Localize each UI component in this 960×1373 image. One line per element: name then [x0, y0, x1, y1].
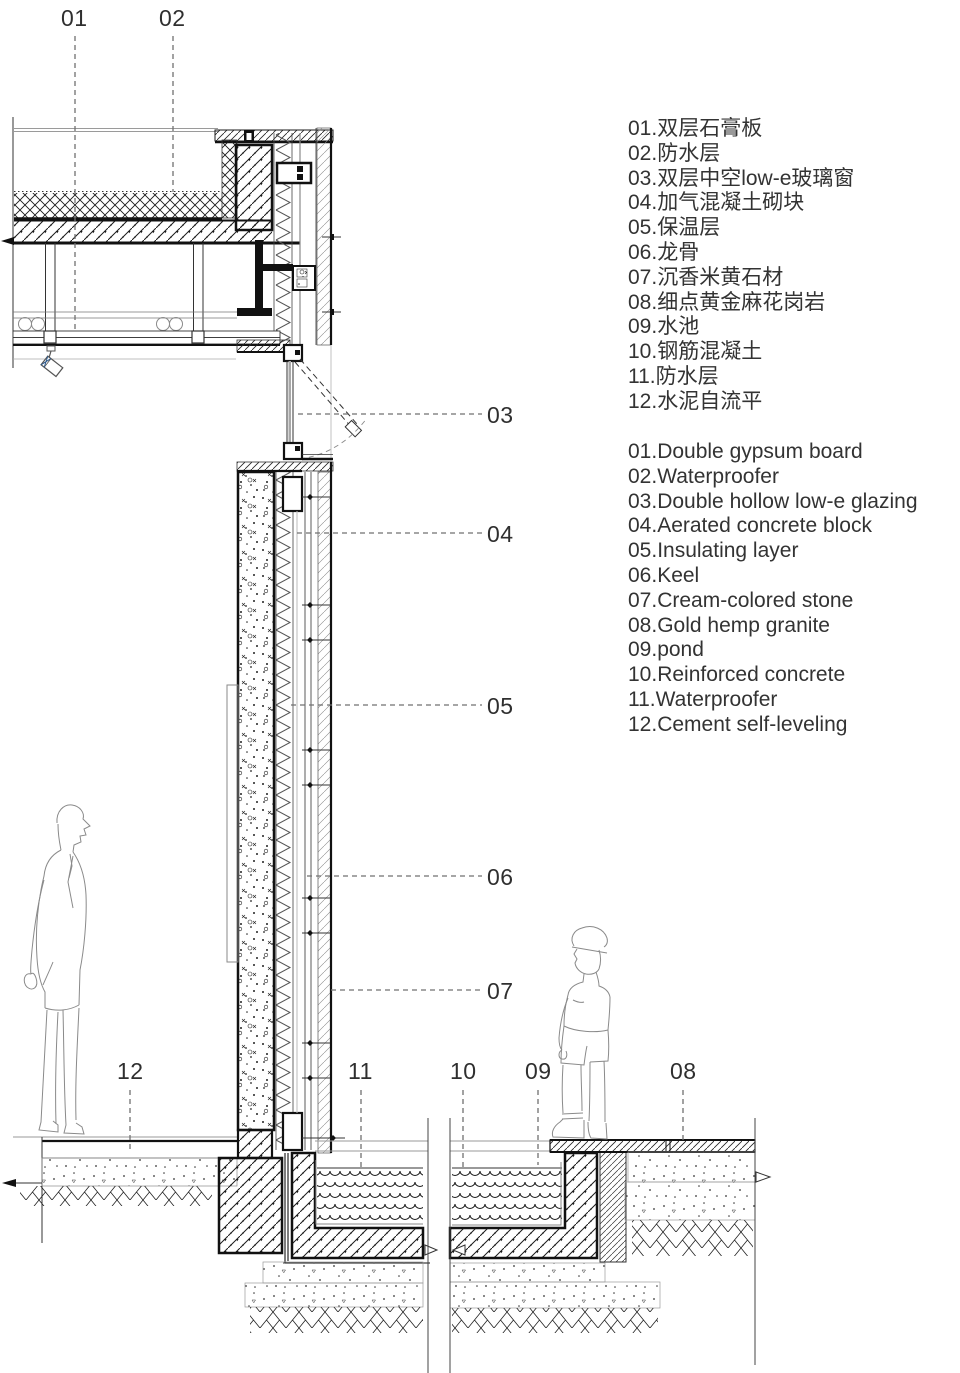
callout-09: 09 — [525, 1058, 552, 1084]
water-left — [317, 1168, 423, 1223]
legend-item: 02.防水层 — [628, 141, 721, 165]
legend-item: 06.Keel — [628, 563, 700, 587]
curtain-wall-top — [237, 127, 341, 346]
callout-02: 02 — [159, 5, 186, 31]
legend-item: 01.双层石膏板 — [628, 117, 763, 140]
pond-right — [448, 1140, 661, 1333]
insulation-layer — [275, 472, 294, 1150]
callout-03: 03 — [487, 402, 514, 428]
legend-item: 06.龙骨 — [628, 240, 700, 264]
legend-item: 12.Cement self-leveling — [628, 712, 848, 736]
callout-07: 07 — [487, 978, 514, 1004]
legend-item: 10.Reinforced concrete — [628, 663, 846, 687]
callout-04: 04 — [487, 521, 514, 547]
section-cut-lines — [427, 1118, 756, 1373]
legend-item: 11.Waterproofer — [628, 687, 778, 711]
legend-item: 03.Double hollow low-e glazing — [628, 489, 918, 513]
legend-item: 08.Gold hemp granite — [628, 613, 830, 637]
legend-item: 03.双层中空low-e玻璃窗 — [628, 166, 855, 190]
aerated-block — [236, 470, 276, 1132]
child-figure — [551, 926, 611, 1140]
legend-item: 05.保温层 — [628, 216, 721, 240]
callout-01: 01 — [61, 5, 88, 31]
callout-08: 08 — [670, 1058, 697, 1084]
legend-item: 02.Waterproofer — [628, 464, 779, 488]
stone-anchors — [302, 494, 345, 1141]
callout-06: 06 — [487, 864, 514, 890]
interior-floor — [2, 1136, 238, 1243]
legend-item: 09.水池 — [628, 315, 700, 339]
legend-chinese: 01.双层石膏板 02.防水层 03.双层中空low-e玻璃窗 04.加气混凝土… — [628, 117, 854, 415]
callout-12: 12 — [117, 1058, 144, 1084]
spotlight-fixture — [40, 345, 64, 378]
man-figure — [23, 804, 91, 1135]
legend-item: 12.水泥自流平 — [628, 389, 763, 413]
pond-left — [244, 1140, 439, 1333]
legend-item: 10.钢筋混凝土 — [628, 340, 763, 364]
keel-top — [281, 475, 304, 513]
callout-05: 05 — [487, 693, 514, 719]
window-assembly — [236, 339, 368, 462]
legend-item: 09.pond — [628, 638, 704, 662]
keel-bottom — [281, 1111, 304, 1152]
water-right — [452, 1168, 562, 1223]
interior-panel — [226, 684, 239, 963]
legend-item: 11.防水层 — [628, 364, 719, 388]
legend-item: 01.Double gypsum board — [628, 440, 863, 463]
callout-10: 10 — [450, 1058, 477, 1084]
legend-item: 07.沉香米黄石材 — [628, 265, 784, 289]
footing — [217, 1128, 284, 1255]
wall-assembly — [226, 461, 345, 1154]
legend-item: 04.加气混凝土砌块 — [628, 191, 805, 215]
callout-11: 11 — [348, 1058, 373, 1084]
leader-lines — [74, 36, 684, 1168]
stone-cladding — [317, 462, 333, 1154]
legend-item: 05.Insulating layer — [628, 539, 799, 563]
legend-english: 01.Double gypsum board 02.Waterproofer 0… — [628, 440, 918, 738]
legend-item: 07.Cream-colored stone — [628, 588, 854, 612]
legend-item: 04.Aerated concrete block — [628, 514, 872, 538]
granite-paving — [549, 1139, 772, 1256]
legend-item: 08.细点黄金麻花岗岩 — [628, 290, 826, 314]
